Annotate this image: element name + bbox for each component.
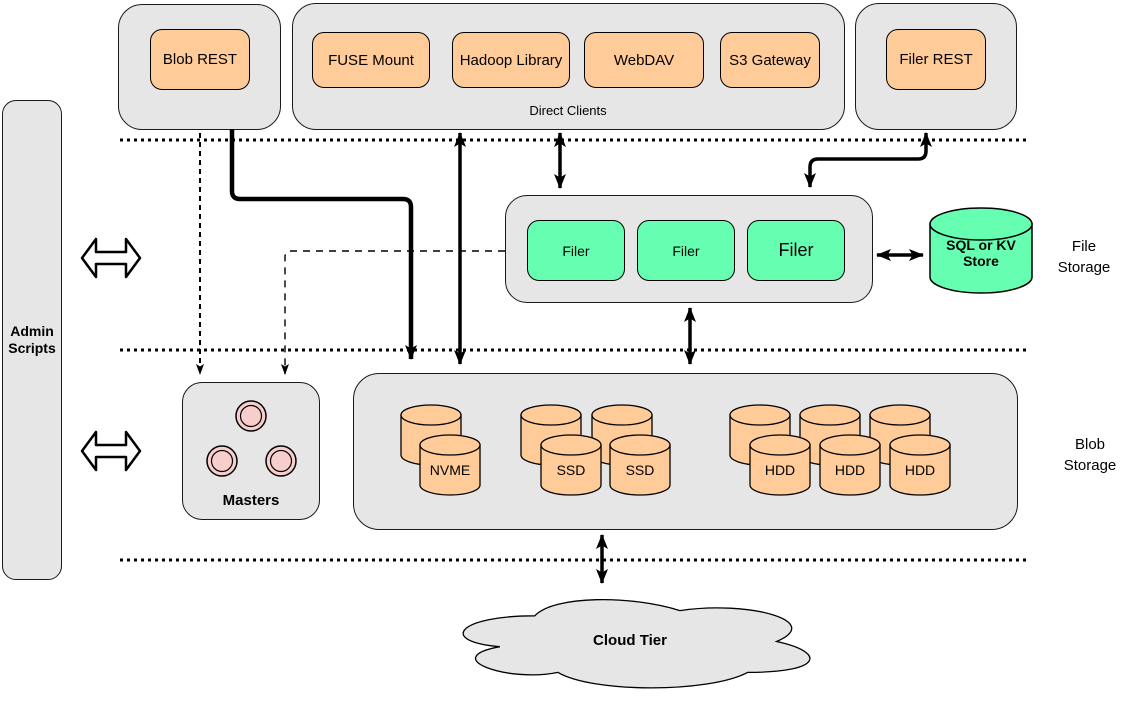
hadoop-library-node: Hadoop Library [452,32,570,88]
admin-blob-storage-arrow [80,430,142,472]
blob-storage-box [353,373,1018,530]
blob-rest-to-blob-storage-arrow [229,129,417,360]
masters-box [182,382,320,520]
fuse-mount-node: FUSE Mount [312,32,430,88]
filer-rest-node: Filer REST [886,29,986,90]
filer-node-1: Filer [527,220,625,281]
hadoop-library-label: Hadoop Library [459,51,563,69]
sql-kv-store-label: SQL or KV Store [946,237,1016,270]
s3-gateway-label: S3 Gateway [729,51,811,69]
ssd-label-1: SSD [556,462,586,478]
filer-rest-to-filers-arrow [804,132,932,188]
filer-label-1: Filer [562,242,590,259]
webdav-node: WebDAV [584,32,704,88]
webdav-label: WebDAV [613,51,675,69]
file-storage-section-label: File Storage [1057,238,1111,276]
blob-rest-label: Blob REST [162,51,238,68]
admin-file-storage-arrow [80,237,142,279]
admin-scripts-box: Admin Scripts [2,100,62,580]
filers-to-masters-dashed-arrow [281,250,505,375]
filer-node-2: Filer [637,220,735,281]
filer-label-3: Filer [778,240,814,260]
cloud-tier-label: Cloud Tier [593,632,667,649]
masters-label: Masters [222,492,280,509]
filer-label-2: Filer [672,242,700,259]
filer-node-3: Filer [747,220,845,281]
fuse-mount-label: FUSE Mount [328,51,414,69]
ssd-label-2: SSD [625,462,655,478]
s3-gateway-node: S3 Gateway [720,32,820,88]
blob-storage-section-label: Blob Storage [1063,436,1117,474]
filer-rest-label: Filer REST [899,51,973,68]
admin-scripts-label: Admin Scripts [8,322,56,357]
hdd-label-3: HDD [904,462,936,478]
hdd-label-2: HDD [834,462,866,478]
nvme-label: NVME [429,462,471,478]
direct-clients-label: Direct Clients [529,103,607,118]
blob-rest-node: Blob REST [150,29,250,90]
hdd-label-1: HDD [764,462,796,478]
